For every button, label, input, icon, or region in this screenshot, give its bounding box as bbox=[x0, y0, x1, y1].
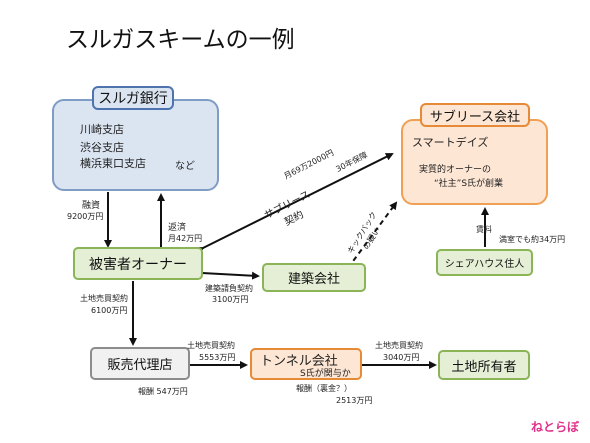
agent-fee: 報酬 547万円 bbox=[138, 387, 188, 396]
land-sale-label-2: 土地売買契約 bbox=[187, 341, 235, 350]
sales-agent-box: 販売代理店 bbox=[90, 347, 190, 380]
kickback-arrow bbox=[347, 201, 398, 269]
tunnel-fee-amount: 2513万円 bbox=[336, 396, 373, 405]
repay-label: 返済 bbox=[168, 223, 187, 233]
sublease-contract-arrow bbox=[195, 153, 394, 255]
victim-owner-box: 被害者オーナー bbox=[73, 247, 203, 280]
landowner-box: 土地所有者 bbox=[438, 350, 530, 380]
tunnel-label: トンネル会社 bbox=[260, 354, 338, 369]
tunnel-sublabel: S氏が関与か bbox=[300, 369, 351, 379]
sublease-box bbox=[401, 119, 548, 205]
branch-kawasaki: 川崎支店 bbox=[80, 123, 124, 136]
tunnel-fee-label: 報酬（裏金？） bbox=[296, 384, 352, 393]
land-amount-2: 5553万円 bbox=[199, 353, 236, 362]
construction-box: 建築会社 bbox=[262, 263, 366, 292]
sublease-company: スマートデイズ bbox=[412, 136, 489, 149]
rent-label: 賃料 bbox=[476, 225, 492, 234]
loan-amount: 9200万円 bbox=[67, 212, 104, 221]
build-contract-arrow bbox=[201, 271, 260, 280]
branch-yokohama: 横浜東口支店 bbox=[80, 157, 146, 170]
build-contract-label: 建築請負契約 bbox=[205, 284, 253, 293]
bank-label: スルガ銀行 bbox=[92, 86, 174, 110]
rent-amount: 満室でも約34万円 bbox=[499, 235, 566, 244]
netorabo-logo: ねとらぼ bbox=[530, 419, 579, 434]
page-title: スルガスキームの一例 bbox=[66, 27, 295, 53]
branch-etc: など bbox=[175, 161, 195, 172]
land-amount-1: 6100万円 bbox=[91, 306, 128, 315]
build-amount: 3100万円 bbox=[212, 295, 249, 304]
repay-amount: 月42万円 bbox=[168, 234, 203, 243]
sharehouse-box: シェアハウス住人 bbox=[436, 249, 533, 276]
tunnel-box bbox=[250, 348, 362, 380]
sublease-label: サブリース会社 bbox=[420, 103, 530, 127]
bank-box bbox=[52, 99, 219, 191]
land-sale-label-1: 土地売買契約 bbox=[80, 294, 128, 303]
loan-label: 融資 bbox=[82, 201, 101, 211]
branch-shibuya: 渋谷支店 bbox=[80, 141, 124, 154]
sublease-note-2: “社主”S氏が創業 bbox=[434, 179, 504, 189]
sublease-note-1: 実質的オーナーの bbox=[419, 165, 492, 175]
land-sale-label-3: 土地売買契約 bbox=[375, 341, 423, 350]
land-amount-3: 3040万円 bbox=[383, 353, 420, 362]
